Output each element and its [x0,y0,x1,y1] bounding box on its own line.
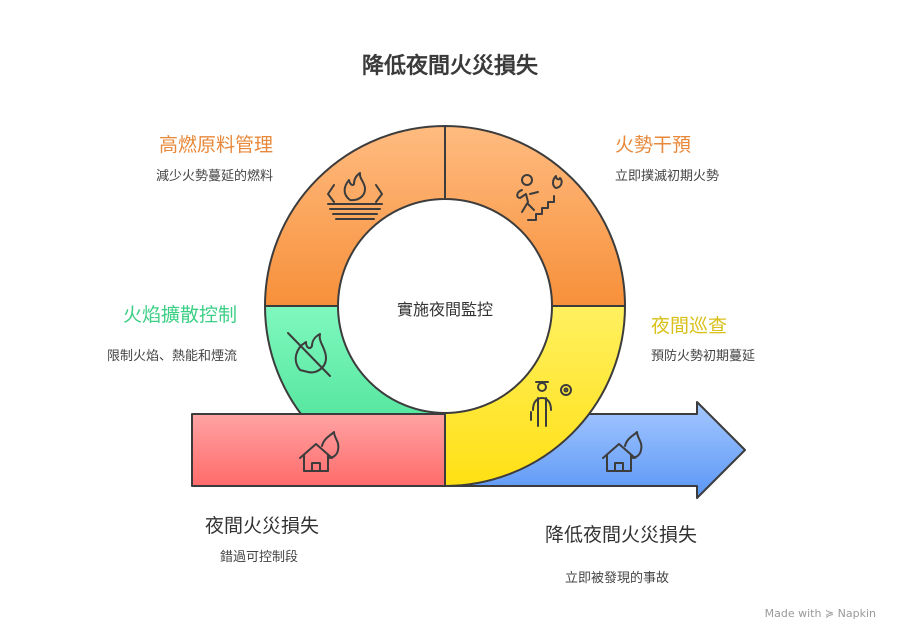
night-patrol-desc: 預防火勢初期蔓延 [651,349,756,364]
fire-intervention-title: 火勢干預 [615,134,692,156]
end-desc: 立即被發現的事故 [565,571,670,586]
flame-spread-title: 火焰擴散控制 [122,304,237,326]
night-patrol-title: 夜間巡查 [651,315,728,337]
page-title: 降低夜間火災損失 [361,54,538,79]
flame-spread-desc: 限制火焰、熱能和煙流 [106,349,237,364]
segment-night-patrol [444,305,626,487]
house-fire-icon [602,431,643,472]
person-escaping-fire-icon [516,174,563,221]
watermark: Made with ≽ Napkin [764,607,876,620]
fuel-management-desc: 減少火勢蔓延的燃料 [155,169,273,184]
house-fire-icon [299,431,340,472]
fire-intervention-desc: 立即撲滅初期火勢 [615,169,720,184]
burning-fuel-icon [327,172,383,220]
fuel-management-title: 高燃原料管理 [158,134,273,156]
segment-fuel-management [264,125,446,307]
security-guard-icon [530,381,572,427]
end-title: 降低夜間火災損失 [545,524,698,546]
start-title: 夜間火災損失 [205,515,320,537]
start-block [191,413,446,487]
no-fire-icon [287,332,331,377]
center-label: 實施夜間監控 [396,300,493,319]
start-desc: 錯過可控制段 [220,550,299,565]
